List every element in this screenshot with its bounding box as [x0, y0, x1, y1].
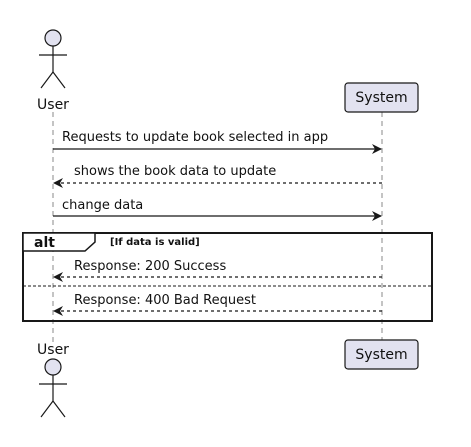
- message-1-label: Requests to update book selected in app: [62, 130, 328, 145]
- user-actor-bottom: User: [37, 342, 69, 418]
- system-participant-box-top: [344, 82, 419, 113]
- message-3: change data: [53, 198, 382, 221]
- message-2: shows the book data to update: [53, 164, 382, 188]
- alt-section-1-label: Response: 200 Success: [74, 259, 226, 274]
- alt-fragment-tab: [22, 232, 96, 252]
- system-participant-label-bottom: System: [355, 347, 407, 363]
- user-actor-head-bottom: [44, 358, 62, 376]
- user-actor-head: [44, 29, 62, 47]
- alt-section-1-message: Response: 200 Success: [53, 259, 382, 282]
- alt-fragment-frame: [22, 232, 433, 322]
- user-actor-top: User: [37, 29, 69, 113]
- message-3-label: change data: [62, 198, 143, 213]
- system-participant-top: System: [344, 82, 419, 113]
- user-actor-label-bottom: User: [37, 342, 69, 358]
- system-participant-box-bottom: [344, 339, 419, 370]
- message-2-label: shows the book data to update: [74, 164, 276, 179]
- system-participant-bottom: System: [344, 339, 419, 370]
- alt-section-2-label: Response: 400 Bad Request: [74, 293, 256, 308]
- message-1: Requests to update book selected in app: [53, 130, 382, 154]
- alt-section-2-message: Response: 400 Bad Request: [53, 293, 382, 316]
- alt-fragment-guard: [If data is valid]: [110, 237, 200, 248]
- alt-fragment-keyword: alt: [34, 235, 55, 251]
- system-participant-label-top: System: [355, 90, 407, 106]
- alt-fragment: alt [If data is valid] Response: 200 Suc…: [22, 232, 433, 322]
- user-actor-label-top: User: [37, 97, 69, 113]
